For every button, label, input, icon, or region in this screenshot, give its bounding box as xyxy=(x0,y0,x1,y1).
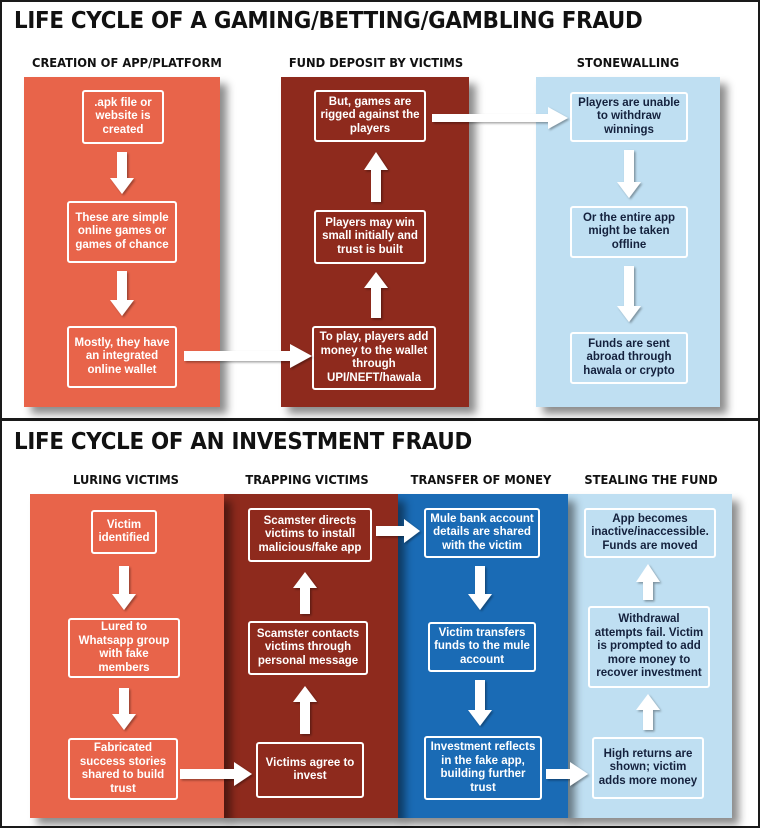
arrow-down-icon xyxy=(110,152,134,194)
header-stealing-the-fund: STEALING THE FUND xyxy=(584,472,718,487)
box-unable-to-withdraw: Players are unable to withdraw winnings xyxy=(570,92,688,142)
box-victim-transfers: Victim transfers funds to the mule accou… xyxy=(428,622,536,672)
arrow-up-icon xyxy=(293,686,317,734)
box-apk-created: .apk file or website is created xyxy=(82,90,164,144)
arrow-up-icon xyxy=(636,564,660,600)
panel-trapping-victims xyxy=(222,494,398,818)
panel-luring-victims xyxy=(30,494,224,818)
arrow-down-icon xyxy=(617,150,641,198)
box-victim-identified: Victim identified xyxy=(91,510,157,554)
arrow-down-icon xyxy=(112,566,136,610)
arrow-up-icon xyxy=(364,152,388,202)
box-withdrawal-fails: Withdrawal attempts fail. Victim is prom… xyxy=(588,606,710,688)
box-high-returns: High returns are shown; victim adds more… xyxy=(592,737,704,799)
box-funds-sent-abroad: Funds are sent abroad through hawala or … xyxy=(570,332,688,384)
header-stonewalling: STONEWALLING xyxy=(576,55,680,70)
box-investment-reflects: Investment reflects in the fake app, bui… xyxy=(424,736,542,800)
arrow-down-icon xyxy=(112,688,136,730)
box-games-rigged: But, games are rigged against the player… xyxy=(314,90,426,142)
box-app-inactive: App becomes inactive/inaccessible. Funds… xyxy=(584,508,716,558)
arrow-down-icon xyxy=(617,266,641,322)
box-simple-games: These are simple online games or games o… xyxy=(67,201,177,263)
box-scamster-directs-install: Scamster directs victims to install mali… xyxy=(248,508,372,562)
box-scamster-contacts: Scamster contacts victims through person… xyxy=(248,621,368,675)
header-trapping-victims: TRAPPING VICTIMS xyxy=(245,472,369,487)
arrow-right-icon xyxy=(184,344,312,368)
box-players-add-money: To play, players add money to the wallet… xyxy=(312,326,436,390)
arrow-right-icon xyxy=(180,762,252,786)
box-victims-agree: Victims agree to invest xyxy=(256,742,364,798)
arrow-right-icon xyxy=(432,107,568,129)
box-mule-account-shared: Mule bank account details are shared wit… xyxy=(424,508,540,558)
arrow-right-icon xyxy=(376,519,420,543)
arrow-down-icon xyxy=(110,271,134,316)
arrow-down-icon xyxy=(468,566,492,610)
box-players-win-small: Players may win small initially and trus… xyxy=(314,210,426,264)
arrow-down-icon xyxy=(468,680,492,726)
investment-fraud-title: LIFE CYCLE OF AN INVESTMENT FRAUD xyxy=(14,429,472,455)
box-online-wallet: Mostly, they have an integrated online w… xyxy=(67,326,177,388)
section-divider xyxy=(0,418,760,421)
arrow-up-icon xyxy=(636,694,660,730)
arrow-up-icon xyxy=(293,572,317,614)
box-app-taken-offline: Or the entire app might be taken offline xyxy=(570,206,688,258)
panel-stonewalling xyxy=(536,77,720,407)
gaming-fraud-title: LIFE CYCLE OF A GAMING/BETTING/GAMBLING … xyxy=(14,8,643,34)
arrow-right-icon xyxy=(546,762,588,786)
header-transfer-of-money: TRANSFER OF MONEY xyxy=(410,472,552,487)
arrow-up-icon xyxy=(364,272,388,318)
header-fund-deposit: FUND DEPOSIT BY VICTIMS xyxy=(288,55,464,70)
box-lured-whatsapp: Lured to Whatsapp group with fake member… xyxy=(68,618,180,678)
header-creation-of-app: CREATION OF APP/PLATFORM xyxy=(32,55,222,70)
box-fabricated-stories: Fabricated success stories shared to bui… xyxy=(68,738,178,800)
header-luring-victims: LURING VICTIMS xyxy=(73,472,179,487)
